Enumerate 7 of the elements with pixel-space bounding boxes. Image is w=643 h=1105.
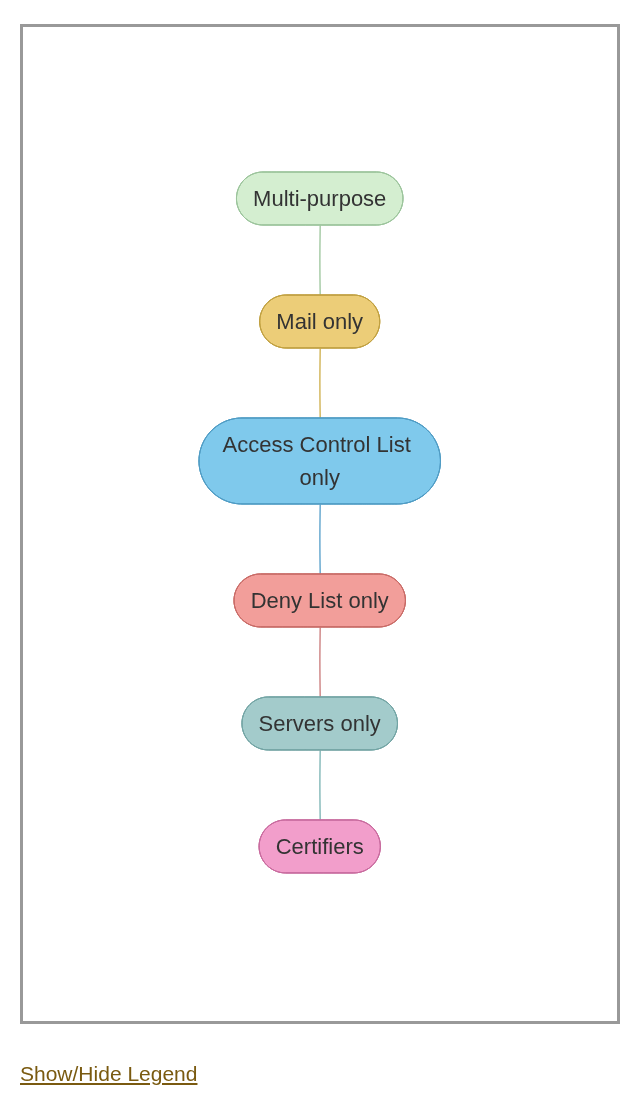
- connector: [319, 503, 322, 575]
- connector: [319, 347, 322, 419]
- connector: [319, 224, 322, 296]
- diagram-frame: Multi-purpose Mail only Access Control List only Deny List only Servers only Certifiers: [20, 24, 620, 1024]
- connector: [319, 626, 322, 698]
- connector: [319, 749, 322, 821]
- show-hide-legend-link: Show/Hide Legend: [20, 1062, 198, 1086]
